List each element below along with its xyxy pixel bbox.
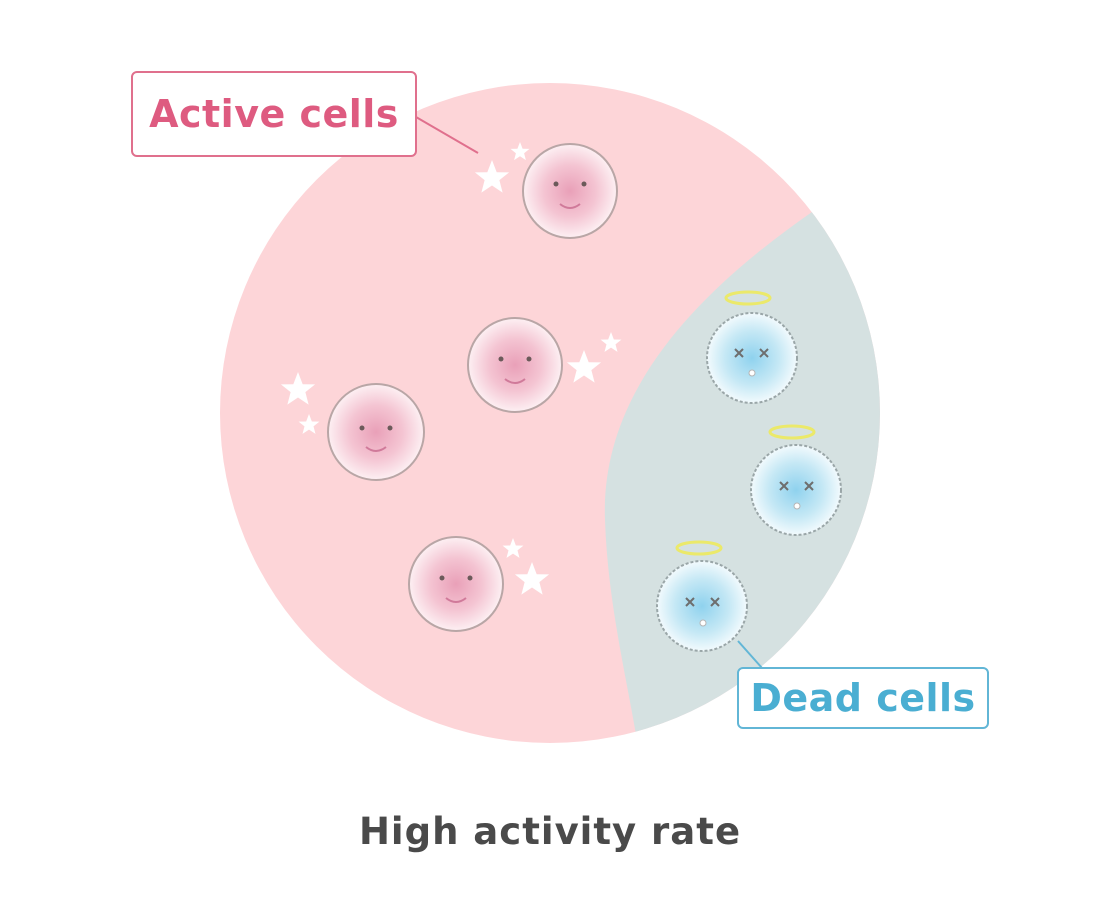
halo-icon <box>675 540 723 556</box>
dead-cell-icon <box>656 560 748 652</box>
active-leader-line <box>415 116 479 154</box>
smiling-cell-icon <box>408 536 504 632</box>
diagram-caption: High activity rate <box>358 810 742 853</box>
cross-eyes-icon <box>734 348 769 358</box>
dead-cell <box>706 290 798 404</box>
cross-eyes-icon <box>779 481 814 491</box>
smiling-cell-icon <box>327 383 425 481</box>
smiling-cell-icon <box>467 317 563 413</box>
active-cells-label: Active cells <box>131 71 417 157</box>
dead-leader-line <box>737 640 763 669</box>
dead-cell-icon <box>750 444 842 536</box>
halo-icon <box>724 290 772 306</box>
cross-eyes-icon <box>685 597 720 607</box>
active-cell <box>327 383 425 481</box>
active-cell <box>408 536 504 632</box>
active-cell <box>522 143 618 239</box>
dead-cells-label: Dead cells <box>737 667 989 729</box>
dead-cell <box>656 540 748 652</box>
halo-icon <box>768 424 816 440</box>
smiling-cell-icon <box>522 143 618 239</box>
dead-cell-icon <box>706 312 798 404</box>
dead-cell <box>750 424 842 536</box>
active-cell <box>467 317 563 413</box>
